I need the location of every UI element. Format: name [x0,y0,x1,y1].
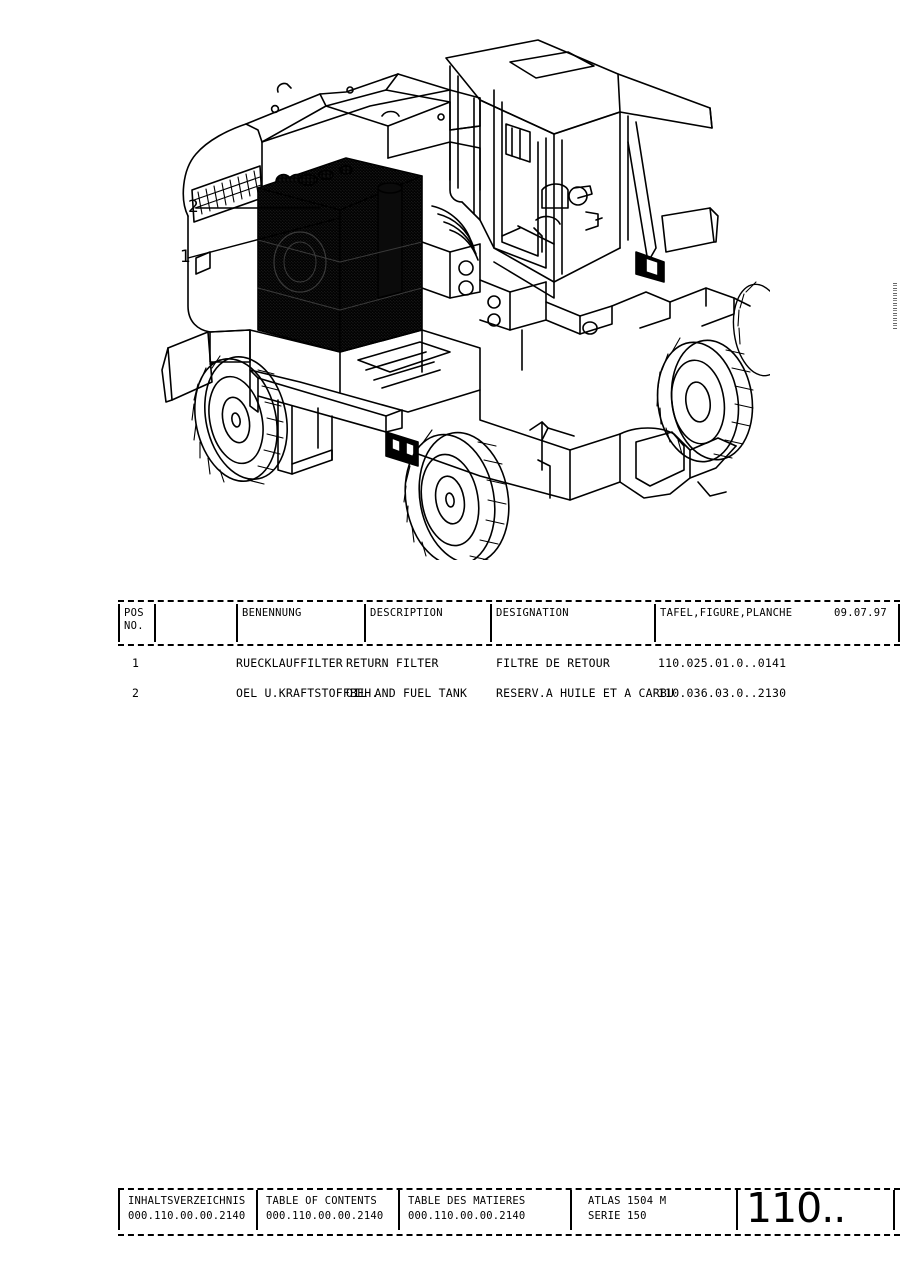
chassis-frame [161,329,737,501]
column-divider [364,604,366,642]
machine-illustration [150,30,770,560]
footer-toc-de-number: 000.110.00.00.2140 [128,1210,246,1222]
footer-toc-en-number: 000.110.00.00.2140 [266,1210,384,1222]
footer-toc-en[interactable]: TABLE OF CONTENTS 000.110.00.00.2140 [266,1194,383,1224]
cell-pos-no: 1 [132,656,140,670]
footer-top-rule [118,1188,900,1190]
wheel-rear-right [656,337,754,463]
footer-toc-fr-label: TABLE DES MATIERES [408,1195,526,1207]
column-divider [654,604,656,642]
margin-printer-mark [893,283,897,329]
column-divider [898,604,900,642]
oil-and-fuel-tank [257,157,423,353]
column-header-benennung: BENENNUNG [242,607,302,619]
cell-pos-no: 2 [132,686,140,700]
upper-structure [182,73,481,333]
footer-toc-en-label: TABLE OF CONTENTS [266,1195,377,1207]
footer-machine-model: ATLAS 1504 M SERIE 150 [588,1194,666,1224]
footer-divider [256,1190,258,1230]
callout-number-2: 2 [188,197,199,217]
revision-date: 09.07.97 [834,607,887,619]
footer-bottom-rule [118,1234,900,1236]
column-header-pos-line2: NO. [124,620,144,632]
footer-divider [118,1190,120,1230]
cell-designation: RESERV.A HUILE ET A CARBU [496,686,675,700]
footer-divider [398,1190,400,1230]
cell-tafel-reference: 110.025.01.0..0141 [658,656,787,670]
cell-benennung: OEL U.KRAFTSTOFFBEH. [236,686,379,700]
callout-leaders [187,207,341,259]
wheel-front-left [191,355,288,485]
column-divider [154,604,156,642]
footer-divider [893,1190,895,1230]
footer-machine-label: ATLAS 1504 M [588,1195,667,1207]
table-row[interactable]: 2 OEL U.KRAFTSTOFFBEH. OIL AND FUEL TANK… [118,686,900,716]
table-row[interactable]: 1 RUECKLAUFFILTER RETURN FILTER FILTRE D… [118,656,900,686]
column-divider [118,604,120,642]
column-header-description: DESCRIPTION [370,607,443,619]
wheel-front-right [732,281,770,377]
operator-cab [445,39,719,299]
column-divider [236,604,238,642]
column-divider [490,604,492,642]
column-header-pos-line1: POS [124,607,144,619]
footer-divider [736,1190,738,1230]
page-number: 110.. [746,1184,846,1232]
table-header-bottom-rule [118,644,900,646]
callout-number-1: 1 [180,247,191,267]
table-top-rule [118,600,900,602]
footer-toc-de[interactable]: INHALTSVERZEICHNIS 000.110.00.00.2140 [128,1194,245,1224]
column-header-designation: DESIGNATION [496,607,569,619]
wheel-rear-left [403,429,510,560]
footer-toc-de-label: INHALTSVERZEICHNIS [128,1195,246,1207]
cell-benennung: RUECKLAUFFILTER [236,656,343,670]
cell-description: OIL AND FUEL TANK [346,686,468,700]
footer-toc-fr-number: 000.110.00.00.2140 [408,1210,526,1222]
column-header-tafel-figure-planche: TAFEL,FIGURE,PLANCHE [660,607,793,619]
cell-tafel-reference: 110.036.03.0..2130 [658,686,787,700]
cell-designation: FILTRE DE RETOUR [496,656,610,670]
footer-divider [570,1190,572,1230]
cell-description: RETURN FILTER [346,656,439,670]
footer-toc-fr[interactable]: TABLE DES MATIERES 000.110.00.00.2140 [408,1194,525,1224]
leader-line-1 [187,217,341,259]
table-body: 1 RUECKLAUFFILTER RETURN FILTER FILTRE D… [118,646,900,716]
footer-machine-series: SERIE 150 [588,1210,647,1222]
page-footer: INHALTSVERZEICHNIS 000.110.00.00.2140 TAB… [118,1184,900,1236]
